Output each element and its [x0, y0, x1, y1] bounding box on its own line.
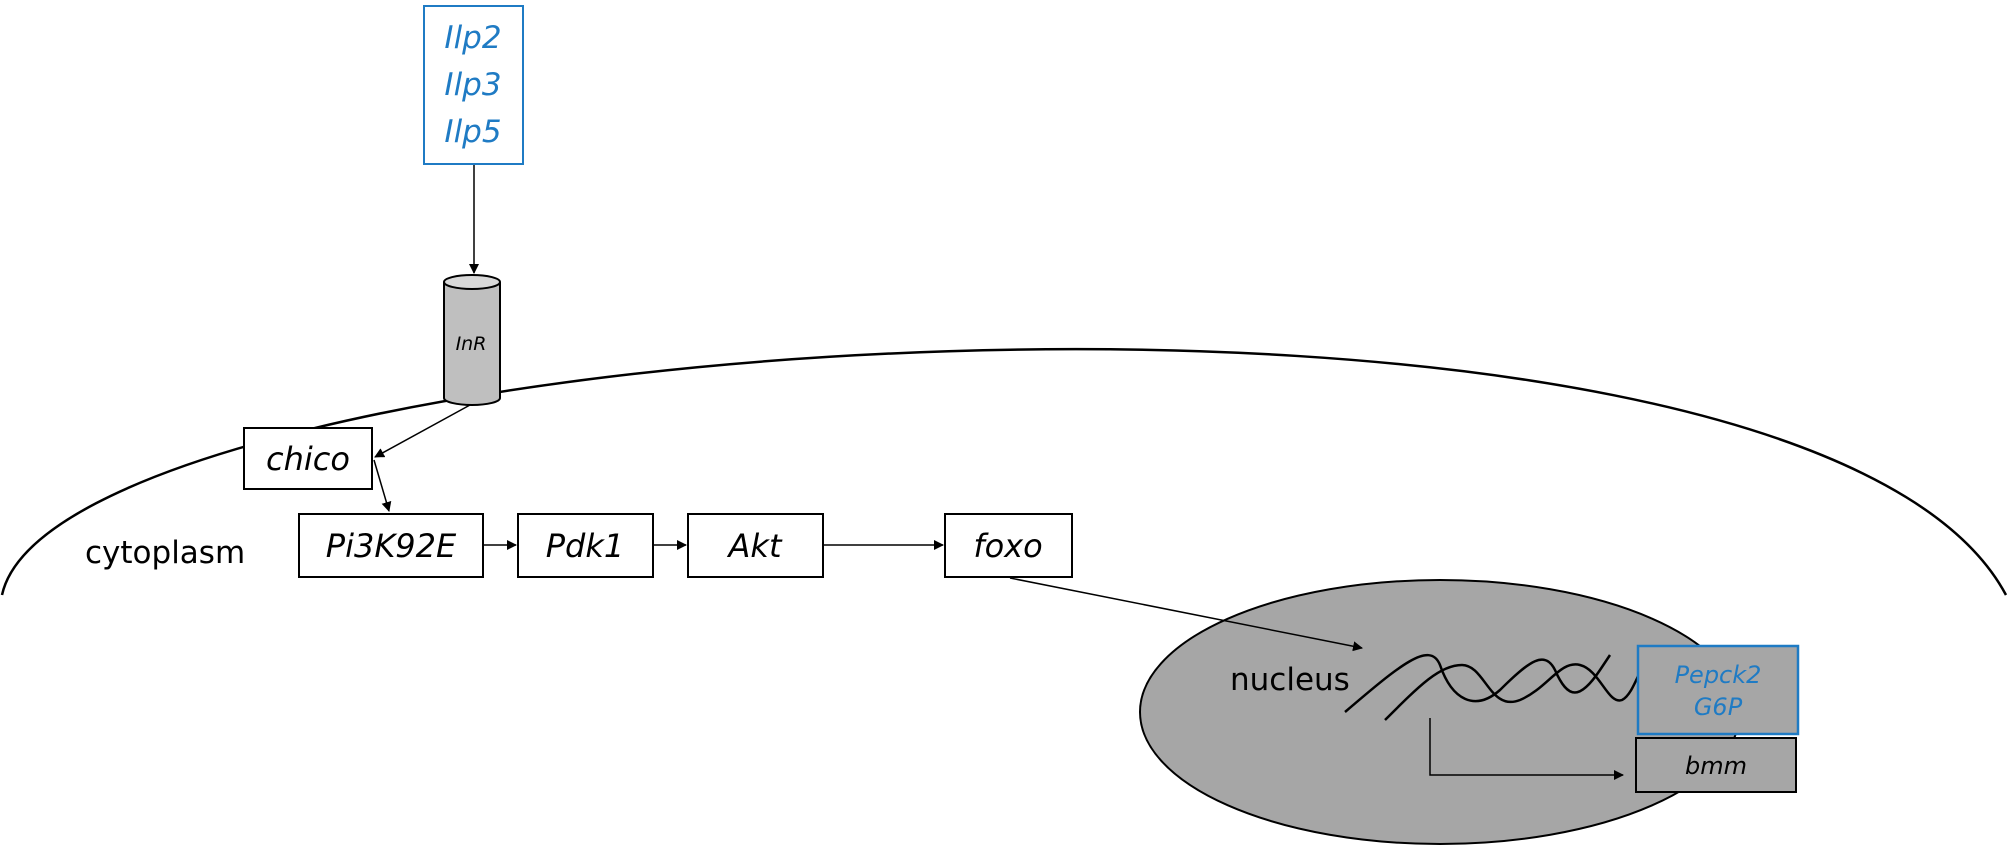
gene-bmm: bmm [1685, 752, 1747, 780]
metabolic-genes-box [1636, 644, 1800, 736]
ligand-box [423, 5, 524, 165]
akt-box [687, 513, 824, 578]
pi3k-label: Pi3K92E [326, 527, 457, 565]
ligand-ilp2: Ilp2 [444, 20, 501, 56]
inr-label: InR [456, 333, 487, 355]
cytoplasm-label: cytoplasm [85, 535, 245, 571]
bmm-box [1635, 737, 1797, 793]
akt-label: Akt [727, 527, 783, 565]
foxo-box [944, 513, 1073, 578]
pdk1-box [517, 513, 654, 578]
ligand-ilp5: Ilp5 [444, 114, 501, 150]
cell-membrane [0, 347, 2008, 596]
arrow-foxo-to-dna [1009, 577, 1363, 652]
arrow-chico-to-pi3k [373, 459, 392, 512]
gene-pepck2: Pepck2 [1675, 661, 1762, 689]
inr-receptor [443, 274, 501, 406]
arrow-dna-to-bmm [1429, 718, 1624, 780]
ligand-ilp3: Ilp3 [444, 67, 501, 103]
nucleus-label: nucleus [1230, 662, 1350, 698]
pdk1-label: Pdk1 [546, 527, 625, 565]
gene-g6p: G6P [1694, 693, 1743, 721]
arrow-inr-to-chico [374, 404, 471, 458]
chico-label: chico [266, 440, 350, 478]
foxo-label: foxo [973, 527, 1042, 565]
dna-strand-1 [1344, 653, 1612, 713]
chico-box [243, 427, 373, 490]
dna-strand-2 [1384, 654, 1651, 721]
